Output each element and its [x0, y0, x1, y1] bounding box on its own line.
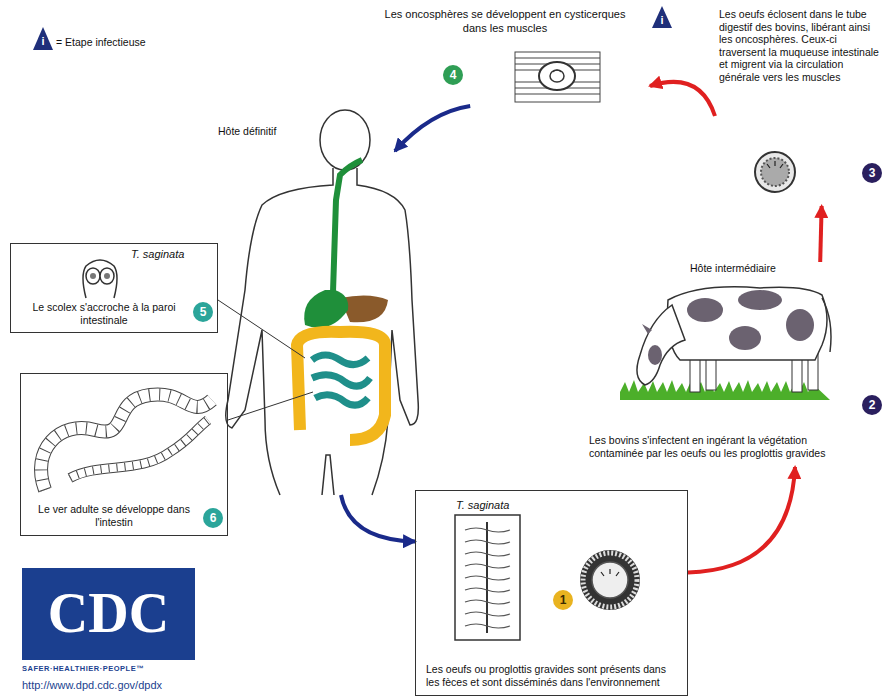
- cycle-arrow: [688, 467, 795, 572]
- node-heading: T. saginata: [416, 491, 687, 513]
- node-text: Les oeufs ou proglottis gravides sont pr…: [416, 663, 687, 695]
- leader-line: [228, 392, 313, 420]
- node-text: Hôte définitif: [215, 95, 395, 138]
- callout-number: 1: [553, 590, 573, 610]
- host-region: Hôte intermédiaireLes bovins s'infectent…: [585, 262, 865, 467]
- stage-note: Les oncosphères se développent en cystic…: [360, 6, 650, 106]
- infective-stage-icon: [652, 6, 672, 28]
- stage-box: T. saginata Le scolex s'accroche à la par…: [10, 243, 218, 333]
- source-url: http://www.dpd.cdc.gov/dpdx: [22, 679, 222, 691]
- infective-stage-icon: [33, 27, 53, 50]
- cycle-arrow: [341, 495, 415, 542]
- spacer: [215, 138, 395, 495]
- spacer: [585, 275, 865, 434]
- cdc-logo: [22, 568, 195, 660]
- adult-worm-drawing: [41, 394, 212, 490]
- spacer: [21, 374, 227, 503]
- spacer: [360, 38, 650, 107]
- proglottid-drawing: [455, 515, 520, 640]
- host-region: Hôte définitif: [215, 95, 395, 495]
- icon-letter: i: [656, 14, 668, 27]
- logo-tagline: SAFER·HEALTHIER·PEOPLE™: [22, 664, 195, 673]
- legend-text: = Etape infectieuse: [56, 36, 146, 48]
- scolex-drawing: [83, 260, 117, 298]
- leader-line: [218, 300, 305, 358]
- callout-number: 5: [193, 302, 213, 322]
- node-text: Les bovins s'infectent en ingérant la vé…: [585, 434, 865, 467]
- spacer: [11, 262, 217, 301]
- stage-box: Le ver adulte se développe dans l'intest…: [20, 373, 228, 536]
- node-heading: T. saginata: [11, 244, 217, 262]
- callout-number: 2: [862, 395, 882, 415]
- spacer: [416, 513, 687, 663]
- cycle-arrow: [395, 106, 470, 151]
- node-text: Les oncosphères se développent en cystic…: [360, 6, 650, 38]
- node-text: Le ver adulte se développe dans l'intest…: [21, 503, 227, 535]
- node-heading: Hôte intermédiaire: [585, 262, 865, 275]
- callout-number: 3: [862, 163, 882, 183]
- stage-box: T. saginataLes oeufs ou proglottis gravi…: [415, 490, 688, 696]
- icon-letter: i: [37, 35, 49, 48]
- taenia-egg-drawing: [580, 550, 640, 610]
- spacer: [715, 86, 887, 206]
- stage-note: Les oeufs éclosent dans le tube digestif…: [715, 6, 887, 206]
- human-definitive-host: [226, 110, 419, 495]
- callout-number: 4: [443, 65, 463, 85]
- oncosphere: [755, 152, 795, 192]
- callout-number: 6: [203, 508, 223, 528]
- cycle-arrow: [820, 206, 821, 262]
- node-text: Les oeufs éclosent dans le tube digestif…: [715, 6, 887, 86]
- cysticercus-in-muscle: [515, 52, 600, 102]
- logo-text: CDC: [22, 578, 195, 648]
- node-text: Le scolex s'accroche à la paroi intestin…: [11, 301, 217, 332]
- cycle-arrow: [650, 82, 715, 116]
- cow-intermediate-host: [620, 287, 831, 400]
